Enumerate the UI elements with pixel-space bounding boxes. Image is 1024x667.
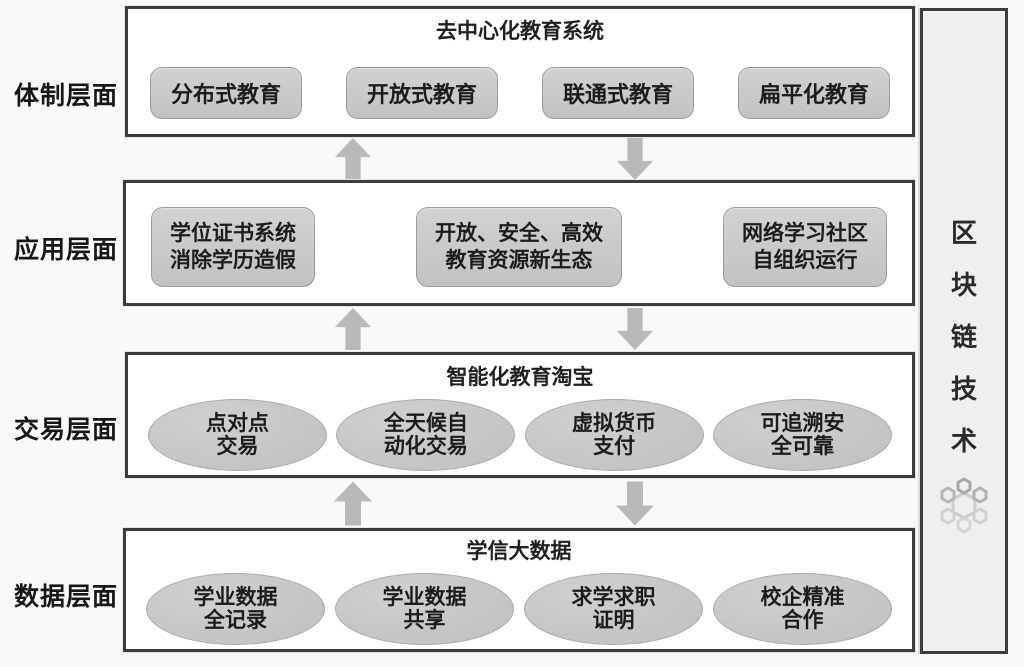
node-label: 共享 xyxy=(403,609,446,632)
down-arrow-icon xyxy=(616,481,654,526)
layer-title: 去中心化教育系统 xyxy=(436,20,604,43)
layer-box-institutional: 去中心化教育系统 分布式教育 开放式教育 联通式教育 扁平化教育 xyxy=(125,6,915,137)
node-label: 学位证书系统 xyxy=(170,221,296,245)
node-label: 全可靠 xyxy=(770,435,834,458)
layer-label-institutional: 体制层面 xyxy=(13,82,118,110)
layer-box-application: 学位证书系统 消除学历造假 开放、安全、高效 教育资源新生态 网络学习社区 自组… xyxy=(123,180,915,306)
node-label: 支付 xyxy=(593,435,636,458)
node-label: 求学求职 xyxy=(571,585,656,609)
sidebar-char: 块 xyxy=(950,270,977,300)
node-label: 扁平化教育 xyxy=(758,82,869,107)
node-learning-community: 网络学习社区 自组织运行 xyxy=(723,207,887,287)
sidebar-char: 技 xyxy=(950,374,977,404)
node-job-study-proof: 求学求职 证明 xyxy=(524,573,703,645)
node-label: 点对点 xyxy=(206,411,269,435)
node-label: 可追溯安 xyxy=(760,411,845,435)
node-label: 全记录 xyxy=(204,609,267,632)
node-distributed-education: 分布式教育 xyxy=(150,67,303,119)
sidebar-char: 区 xyxy=(950,218,977,248)
node-traceable-secure: 可追溯安 全可靠 xyxy=(712,399,892,471)
layer-title: 学信大数据 xyxy=(466,540,572,563)
node-label: 合作 xyxy=(781,609,824,632)
node-school-enterprise: 校企精准 合作 xyxy=(713,573,892,645)
layer-label-data: 数据层面 xyxy=(13,583,118,611)
up-arrow-icon xyxy=(334,481,372,526)
node-label: 联通式教育 xyxy=(562,82,673,107)
node-row: 学业数据 全记录 学业数据 共享 求学求职 证明 校企精准 合作 xyxy=(146,573,892,645)
node-flat-education: 扁平化教育 xyxy=(737,67,890,119)
node-row: 学位证书系统 消除学历造假 开放、安全、高效 教育资源新生态 网络学习社区 自组… xyxy=(151,207,887,287)
layer-label-transaction: 交易层面 xyxy=(13,416,118,444)
sidebar-char: 链 xyxy=(950,322,977,352)
layer-box-transaction: 智能化教育淘宝 点对点 交易 全天候自 动化交易 虚拟货币 支付 可追溯安 全可… xyxy=(125,352,915,478)
node-p2p-trade: 点对点 交易 xyxy=(148,399,327,471)
down-arrow-icon xyxy=(616,138,654,180)
node-row: 分布式教育 开放式教育 联通式教育 扁平化教育 xyxy=(150,67,890,119)
node-automated-trade: 全天候自 动化交易 xyxy=(336,399,516,471)
node-label: 虚拟货币 xyxy=(572,411,657,435)
layer-box-data: 学信大数据 学业数据 全记录 学业数据 共享 求学求职 证明 校企精准 合作 xyxy=(123,528,915,652)
node-data-sharing: 学业数据 共享 xyxy=(335,573,514,645)
node-label: 动化交易 xyxy=(383,435,468,458)
node-open-education: 开放式教育 xyxy=(345,67,498,119)
node-label: 交易 xyxy=(216,435,259,458)
sidebar-vertical-title: 区 块 链 技 术 xyxy=(923,213,1005,458)
node-academic-record: 学业数据 全记录 xyxy=(146,573,325,645)
sidebar-char: 术 xyxy=(950,426,977,456)
node-row: 点对点 交易 全天候自 动化交易 虚拟货币 支付 可追溯安 全可靠 xyxy=(148,399,892,471)
node-label: 消除学历造假 xyxy=(170,249,296,272)
node-virtual-currency: 虚拟货币 支付 xyxy=(524,399,704,471)
node-label: 开放式教育 xyxy=(366,82,477,107)
node-label: 分布式教育 xyxy=(171,82,282,107)
layer-title: 智能化教育淘宝 xyxy=(446,366,594,389)
up-arrow-icon xyxy=(334,308,372,350)
node-label: 校企精准 xyxy=(760,585,845,609)
node-label: 开放、安全、高效 xyxy=(435,221,603,245)
node-label: 学业数据 xyxy=(382,585,467,609)
node-label: 证明 xyxy=(592,609,635,632)
blockchain-network-icon xyxy=(940,477,988,534)
down-arrow-icon xyxy=(616,308,654,350)
node-label: 教育资源新生态 xyxy=(445,249,593,272)
node-education-resources: 开放、安全、高效 教育资源新生态 xyxy=(416,207,622,287)
up-arrow-icon xyxy=(334,138,372,180)
layer-label-application: 应用层面 xyxy=(13,236,118,264)
node-label: 学业数据 xyxy=(193,585,278,609)
node-label: 全天候自 xyxy=(383,411,468,435)
blockchain-sidebar: 区 块 链 技 术 xyxy=(920,8,1008,654)
node-label: 网络学习社区 xyxy=(742,221,868,245)
node-label: 自组织运行 xyxy=(752,249,858,272)
node-degree-certificate: 学位证书系统 消除学历造假 xyxy=(151,207,315,287)
node-connected-education: 联通式教育 xyxy=(541,67,694,119)
